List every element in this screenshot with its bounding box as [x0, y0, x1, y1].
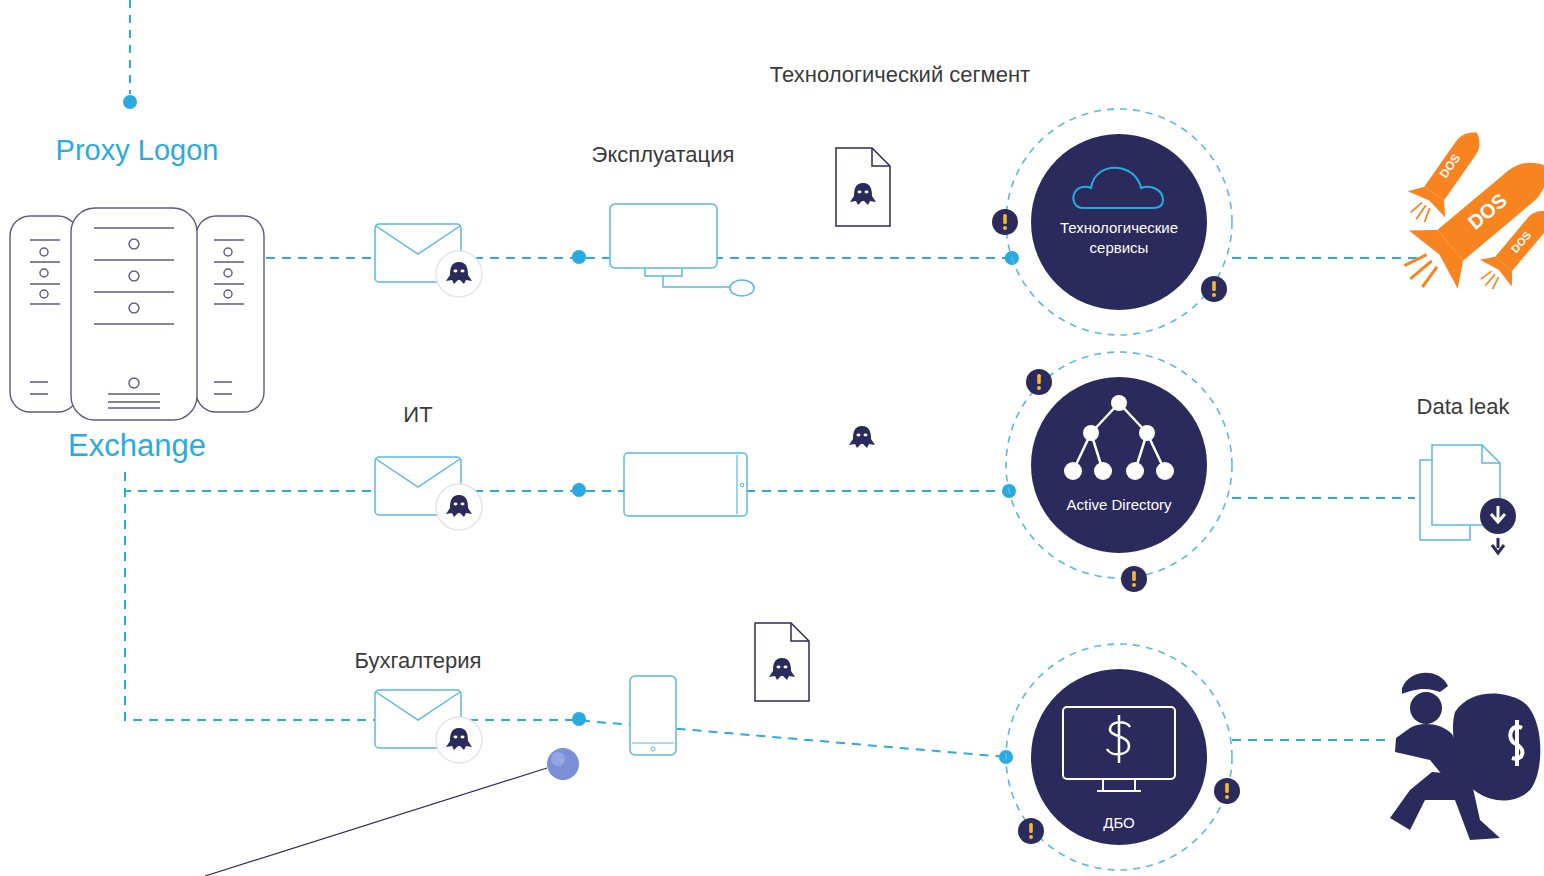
department-label: Эксплуатация — [592, 142, 735, 168]
node-heading: Proxy Logon — [8, 134, 266, 167]
department-label: ИТ — [403, 402, 432, 428]
node-title: Технологические сервисы — [1045, 218, 1193, 257]
service-circle: ДБО — [1031, 669, 1207, 845]
server-node: Proxy LogonExchange — [8, 132, 266, 472]
service-circle: Active Directory — [1031, 377, 1207, 553]
dashed-connector — [125, 472, 1009, 491]
service-circle: Технологические сервисы — [1031, 134, 1207, 310]
node-title: ДБО — [1045, 813, 1193, 833]
dashed-connector — [125, 472, 1006, 757]
segment-label: Технологический сегмент — [770, 62, 1030, 88]
department-label: Бухгалтерия — [354, 648, 481, 674]
outcome-label: Data leak — [1417, 394, 1510, 420]
node-title: Exchange — [8, 428, 266, 464]
server-icon — [8, 132, 266, 472]
tree-icon — [1031, 377, 1207, 553]
node-title: Active Directory — [1045, 495, 1193, 515]
